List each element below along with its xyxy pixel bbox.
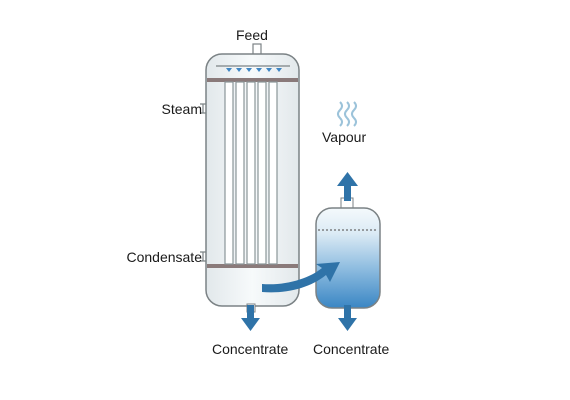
separator-body [315,207,381,309]
arrow-down-icon [241,305,260,331]
separator-concentrate-label: Concentrate [313,341,390,357]
steam-inlet-nozzle [200,103,206,114]
vapour-label: Vapour [322,129,367,145]
feed-label: Feed [236,27,268,43]
heating-tubes [224,81,278,265]
arrow-down-icon [338,305,357,331]
condensate-outlet-nozzle [200,251,206,262]
evaporator-vessel [200,43,300,313]
evaporator-concentrate-label: Concentrate [212,341,289,357]
top-tube-sheet [207,78,298,82]
arrow-up-icon [337,172,358,201]
curved-arrow-icon [262,262,340,293]
wavy-lines-icon [337,101,357,127]
feed-distribution-droplets [226,68,282,72]
bottom-tube-sheet [207,264,298,268]
steam-label: Steam [161,101,202,117]
condensate-label: Condensate [126,249,202,265]
separator-vessel [315,197,381,309]
